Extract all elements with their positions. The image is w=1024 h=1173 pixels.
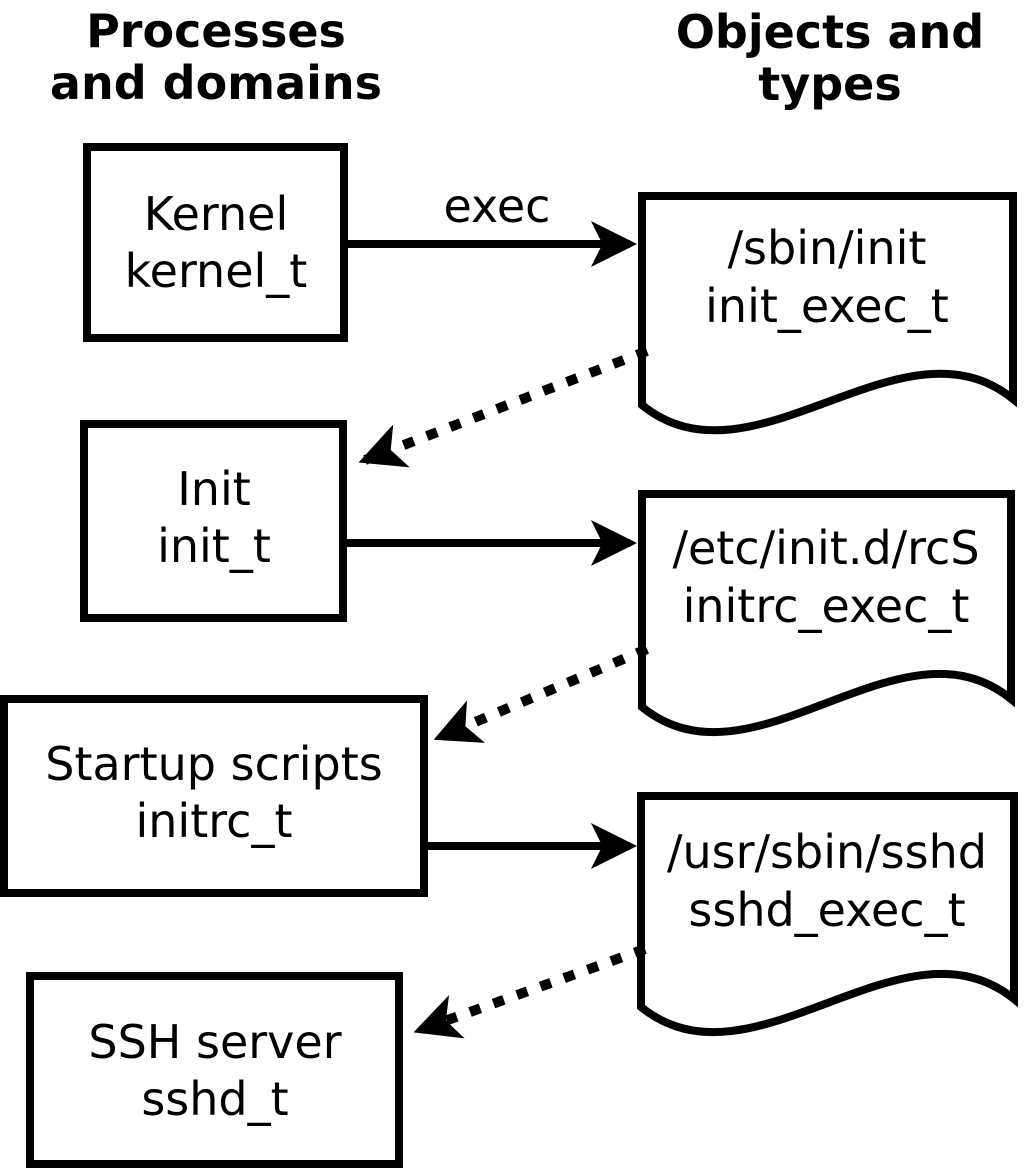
left-column-header: Processes and domains [50, 4, 382, 110]
document-shape [637, 792, 1018, 1036]
object-type: sshd_exec_t [688, 883, 965, 937]
object-path: /usr/sbin/sshd [667, 825, 987, 879]
process-name: Init [177, 462, 251, 516]
process-name: Startup scripts [45, 737, 383, 791]
process-box-ssh-server: SSH server sshd_t [26, 972, 403, 1168]
document-shape [638, 192, 1017, 435]
process-box-startup-scripts: Startup scripts initrc_t [0, 695, 428, 897]
right-column-header: Objects and types [676, 5, 984, 111]
transition-arrow-sbin-init-to-init [358, 346, 649, 468]
process-name: Kernel [144, 187, 289, 241]
process-domain: init_t [157, 519, 271, 573]
right-header-line2: types [758, 57, 901, 111]
left-header-line2: and domains [50, 56, 382, 110]
object-path: /sbin/init [728, 221, 927, 275]
process-box-rect [26, 972, 403, 1168]
transition-arrow-line [433, 644, 649, 743]
process-box-kernel: Kernel kernel_t [83, 143, 348, 342]
transition-arrow-rcs-to-startup [433, 644, 649, 743]
left-header-line1: Processes [86, 4, 346, 58]
process-box-init: Init init_t [80, 420, 347, 622]
right-header-line1: Objects and [676, 5, 984, 59]
transition-arrow-sshd-to-ssh-server [413, 944, 647, 1039]
process-box-rect [0, 695, 428, 897]
process-domain: sshd_t [141, 1072, 288, 1126]
object-path: /etc/init.d/rcS [672, 521, 979, 575]
object-doc-sbin-init: /sbin/init init_exec_t [638, 192, 1017, 435]
transition-arrow-line [413, 944, 647, 1039]
object-doc-usr-sbin-sshd: /usr/sbin/sshd sshd_exec_t [637, 792, 1018, 1036]
document-shape [638, 490, 1015, 736]
object-type: init_exec_t [705, 279, 949, 333]
process-domain: initrc_t [136, 794, 293, 848]
process-box-rect [83, 143, 348, 342]
exec-arrow-kernel-to-sbin-init: exec [348, 179, 637, 267]
process-name: SSH server [88, 1015, 341, 1069]
object-type: initrc_exec_t [683, 579, 970, 633]
exec-label: exec [444, 179, 551, 233]
object-doc-etc-initd-rcs: /etc/init.d/rcS initrc_exec_t [638, 490, 1015, 736]
transition-arrow-line [358, 346, 649, 468]
process-domain: kernel_t [125, 244, 308, 298]
process-box-rect [80, 420, 347, 622]
